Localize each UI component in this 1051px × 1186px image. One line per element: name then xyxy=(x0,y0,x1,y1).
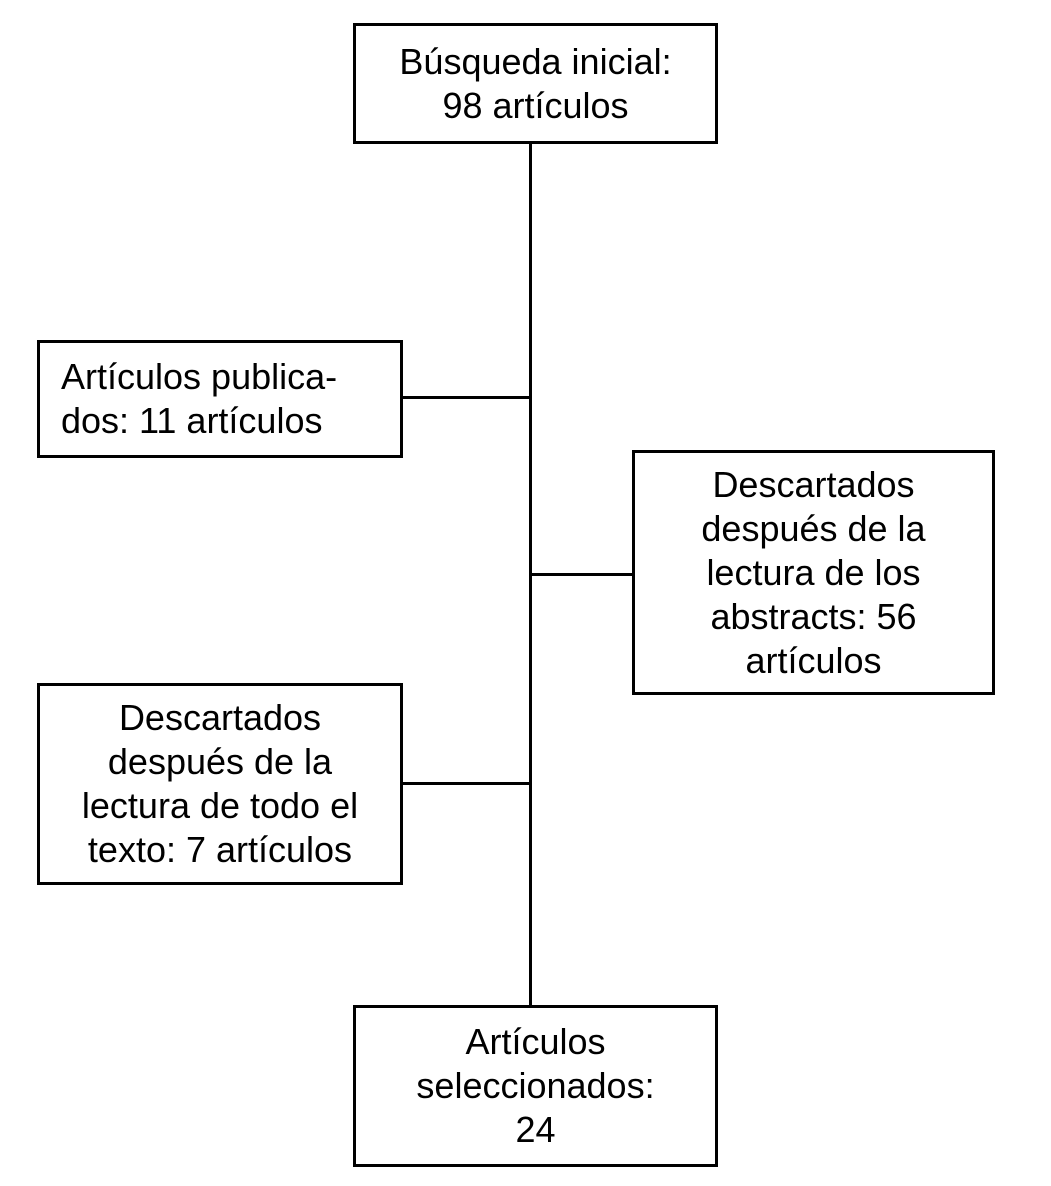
node-discarded-abstracts: Descartados después de la lectura de los… xyxy=(632,450,995,695)
node-selected-articles: Artículos seleccionados: 24 xyxy=(353,1005,718,1167)
node-initial-search-label: Búsqueda inicial: 98 artículos xyxy=(399,40,672,126)
connector-published-branch xyxy=(403,396,532,399)
node-selected-articles-label: Artículos seleccionados: 24 xyxy=(416,1021,655,1150)
node-published-articles: Artículos publica- dos: 11 artículos xyxy=(37,340,403,458)
connector-fulltext-branch xyxy=(403,782,532,785)
node-discarded-abstracts-label: Descartados después de la lectura de los… xyxy=(701,463,926,681)
node-initial-search: Búsqueda inicial: 98 artículos xyxy=(353,23,718,144)
node-discarded-fulltext-label: Descartados después de la lectura de tod… xyxy=(81,697,359,870)
node-discarded-fulltext: Descartados después de la lectura de tod… xyxy=(37,683,403,885)
connector-abstracts-branch xyxy=(529,573,632,576)
node-published-articles-label: Artículos publica- dos: 11 artículos xyxy=(61,356,338,441)
